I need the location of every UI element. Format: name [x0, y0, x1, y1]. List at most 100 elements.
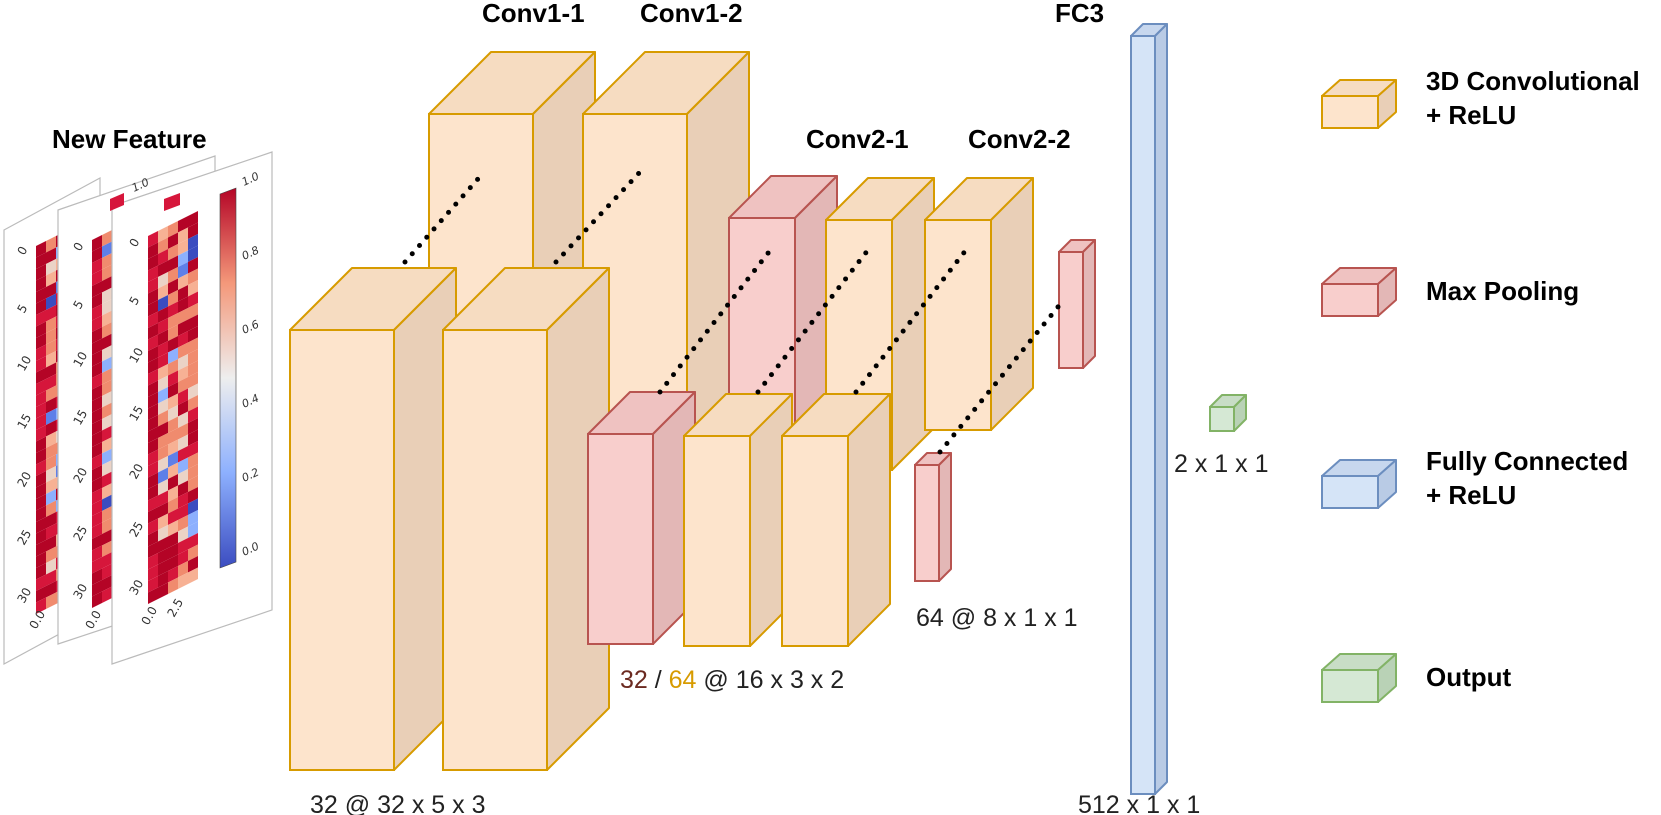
fc-dims: 512 x 1 x 1	[1078, 791, 1200, 815]
heatmap-cell	[188, 291, 198, 308]
heatmap-cell	[188, 383, 198, 400]
heatmap-cell	[36, 551, 46, 568]
heatmap-cell	[188, 452, 198, 469]
heatmap-cell	[148, 265, 158, 282]
heatmap-cell	[102, 276, 112, 293]
heatmap-cell	[188, 429, 198, 446]
heatmap-cell	[158, 260, 168, 277]
y-tick-label: 25	[126, 519, 146, 539]
heatmap-cell	[92, 292, 102, 309]
y-tick-label: 10	[126, 345, 146, 365]
heatmap-cell	[188, 510, 198, 527]
heatmap-cell	[188, 280, 198, 297]
heatmap-cell	[102, 506, 112, 523]
heatmap-cell	[102, 517, 112, 534]
heatmap-cell	[148, 484, 158, 501]
heatmap-cell	[148, 277, 158, 294]
heatmap-cell	[168, 520, 178, 537]
heatmap-cell	[102, 368, 112, 385]
heatmap-cell	[178, 423, 188, 440]
heatmap-cell	[148, 564, 158, 581]
heatmap-cell	[148, 254, 158, 271]
heatmap-cell	[102, 414, 112, 431]
heatmap-cell	[158, 536, 168, 553]
heatmap-cell	[92, 327, 102, 344]
fc3-block	[1130, 23, 1168, 795]
heatmap-cell	[158, 502, 168, 519]
heatmap-cell	[188, 441, 198, 458]
heatmap-cell	[102, 230, 112, 247]
heatmap-cell	[158, 433, 168, 450]
heatmap-cell	[102, 402, 112, 419]
heatmap-cell	[178, 400, 188, 417]
heatmap-cell	[148, 288, 158, 305]
heatmap-3	[148, 211, 198, 604]
legend-item-pool: Max Pooling	[1321, 267, 1579, 317]
conv2-2-front-block	[781, 393, 891, 647]
heatmap-cell	[102, 494, 112, 511]
y-tick-label: 30	[14, 585, 34, 605]
heatmap-cell	[46, 397, 56, 414]
conv1-2-title: Conv1-2	[640, 0, 743, 28]
heatmap-cell	[178, 319, 188, 336]
heatmap-cell	[178, 354, 188, 371]
heatmap-cell	[46, 592, 56, 609]
heatmap-cell	[92, 522, 102, 539]
heatmap-cell	[168, 324, 178, 341]
heatmap-cell	[188, 418, 198, 435]
y-tick-label: 30	[70, 581, 90, 601]
heatmap-cell	[148, 426, 158, 443]
heatmap-cell	[102, 264, 112, 281]
pool2-dims: 64 @ 8 x 1 x 1	[916, 604, 1078, 632]
heatmap-cell	[188, 544, 198, 561]
heatmap-cell	[188, 475, 198, 492]
heatmap-cell	[46, 558, 56, 575]
heatmap-cell	[158, 375, 168, 392]
heatmap-cell	[102, 437, 112, 454]
heatmap-cell	[46, 581, 56, 598]
connector	[402, 169, 487, 265]
heatmap-cell	[148, 472, 158, 489]
heatmap-cell	[102, 529, 112, 546]
heatmap-cell	[92, 396, 102, 413]
heatmap-cell	[148, 576, 158, 593]
heatmap-cell	[158, 467, 168, 484]
heatmap-cell	[102, 425, 112, 442]
heatmap-cell	[168, 451, 178, 468]
heatmap-cell	[178, 480, 188, 497]
heatmap-cell	[168, 497, 178, 514]
heatmap-cell	[46, 374, 56, 391]
heatmap-cell	[148, 541, 158, 558]
heatmap-cell	[188, 349, 198, 366]
new-feature-title: New Feature	[52, 124, 207, 154]
heatmap-cell	[168, 301, 178, 318]
heatmap-cell	[102, 471, 112, 488]
heatmap-cell	[158, 398, 168, 415]
heatmap-cell	[158, 513, 168, 530]
heatmap-cell	[188, 498, 198, 515]
heatmap-cell	[168, 370, 178, 387]
y-tick-label: 15	[14, 411, 34, 431]
heatmap-cell	[188, 556, 198, 573]
heatmap-cell	[102, 322, 112, 339]
legend-swatch-pool	[1321, 267, 1397, 317]
heatmap-cell	[46, 328, 56, 345]
heatmap-cell	[36, 241, 46, 258]
heatmap-cell	[102, 299, 112, 316]
heatmap-cell	[188, 533, 198, 550]
conv1-1-title: Conv1-1	[482, 0, 585, 28]
heatmap-cell	[46, 305, 56, 322]
heatmap-cell	[168, 359, 178, 376]
pool2-back-block	[1058, 239, 1096, 369]
heatmap-cell	[168, 485, 178, 502]
legend-swatch-fc	[1321, 459, 1397, 509]
block2-dims: 32 / 64 @ 16 x 3 x 2	[620, 666, 844, 694]
heatmap-cell	[148, 300, 158, 317]
heatmap-cell	[148, 461, 158, 478]
heatmap-cell	[168, 382, 178, 399]
legend-label: Max Pooling	[1426, 276, 1579, 306]
legend-sublabel: + ReLU	[1426, 480, 1516, 510]
heatmap-cell	[188, 326, 198, 343]
heatmap-cell	[46, 316, 56, 333]
heatmap-cell	[158, 387, 168, 404]
